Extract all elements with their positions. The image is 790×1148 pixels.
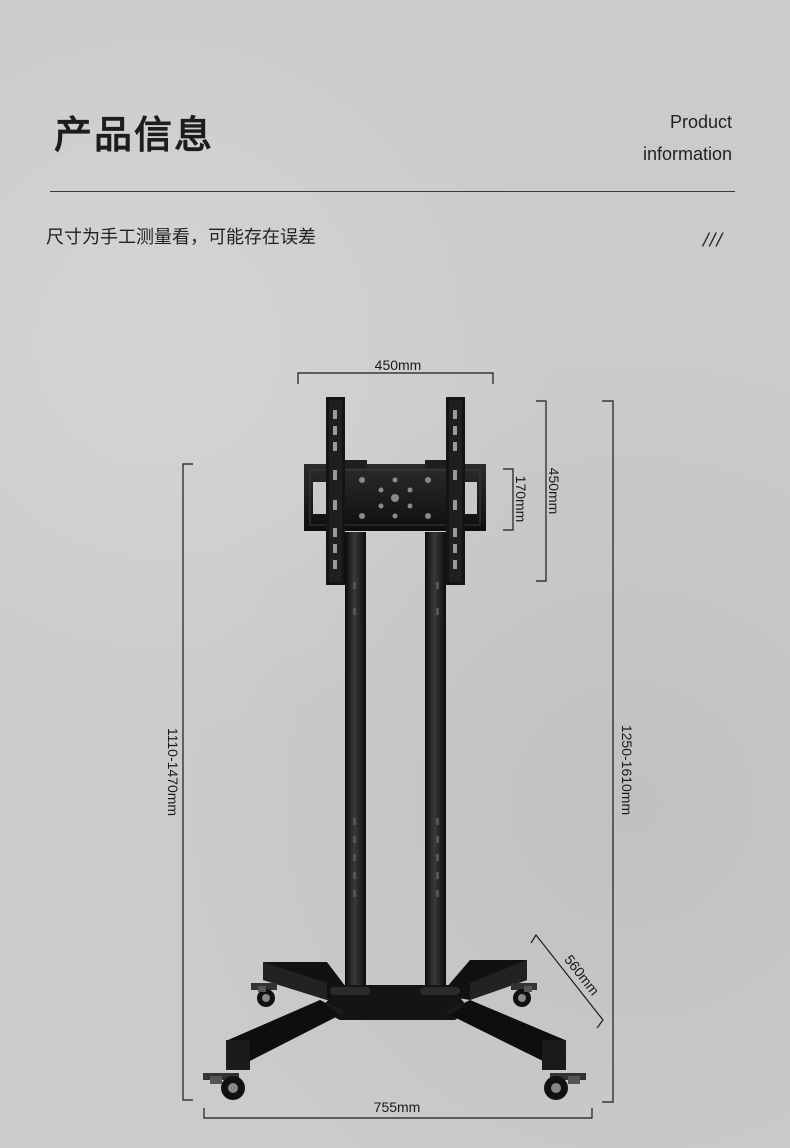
bottom-width-bracket <box>203 1108 593 1119</box>
english-title-line-1: Product <box>669 112 732 132</box>
top-width-label: 450mm <box>375 357 422 373</box>
bottom-width-label: 755mm <box>374 1099 421 1115</box>
left-pole <box>345 532 366 994</box>
right-pole <box>425 532 446 994</box>
right-height-label: 1250-1610mm <box>619 725 635 815</box>
caster-wheels <box>203 983 586 1100</box>
english-title: Product information <box>643 106 732 170</box>
depth-bracket <box>530 933 604 1029</box>
english-title-line-2: information <box>642 144 732 164</box>
vesa-bracket <box>503 468 514 531</box>
top-width-bracket <box>297 372 494 384</box>
caster-front-right <box>544 1073 586 1100</box>
page-title: 产品信息 <box>54 113 215 157</box>
tv-stand <box>203 397 586 1100</box>
left-height-label: 1110-1470mm <box>165 728 181 816</box>
vertical-brackets <box>326 397 465 585</box>
base-back-arms <box>263 960 527 1000</box>
decorative-slashes: /// <box>703 230 724 250</box>
left-height-bracket <box>182 463 193 1101</box>
caster-back-left <box>251 983 277 1007</box>
dimension-lines <box>182 372 614 1119</box>
pole-holes <box>353 582 439 897</box>
plate-height-label: 450mm <box>546 468 562 515</box>
plate-height-bracket <box>536 400 547 582</box>
vesa-spacing-label: 170mm <box>513 476 529 523</box>
header-divider <box>50 191 735 192</box>
base-front <box>226 985 566 1070</box>
caster-front-left <box>203 1073 245 1100</box>
right-height-bracket <box>602 400 614 1103</box>
measurement-note: 尺寸为手工测量看，可能存在误差 <box>46 227 316 248</box>
caster-back-right <box>511 983 537 1007</box>
